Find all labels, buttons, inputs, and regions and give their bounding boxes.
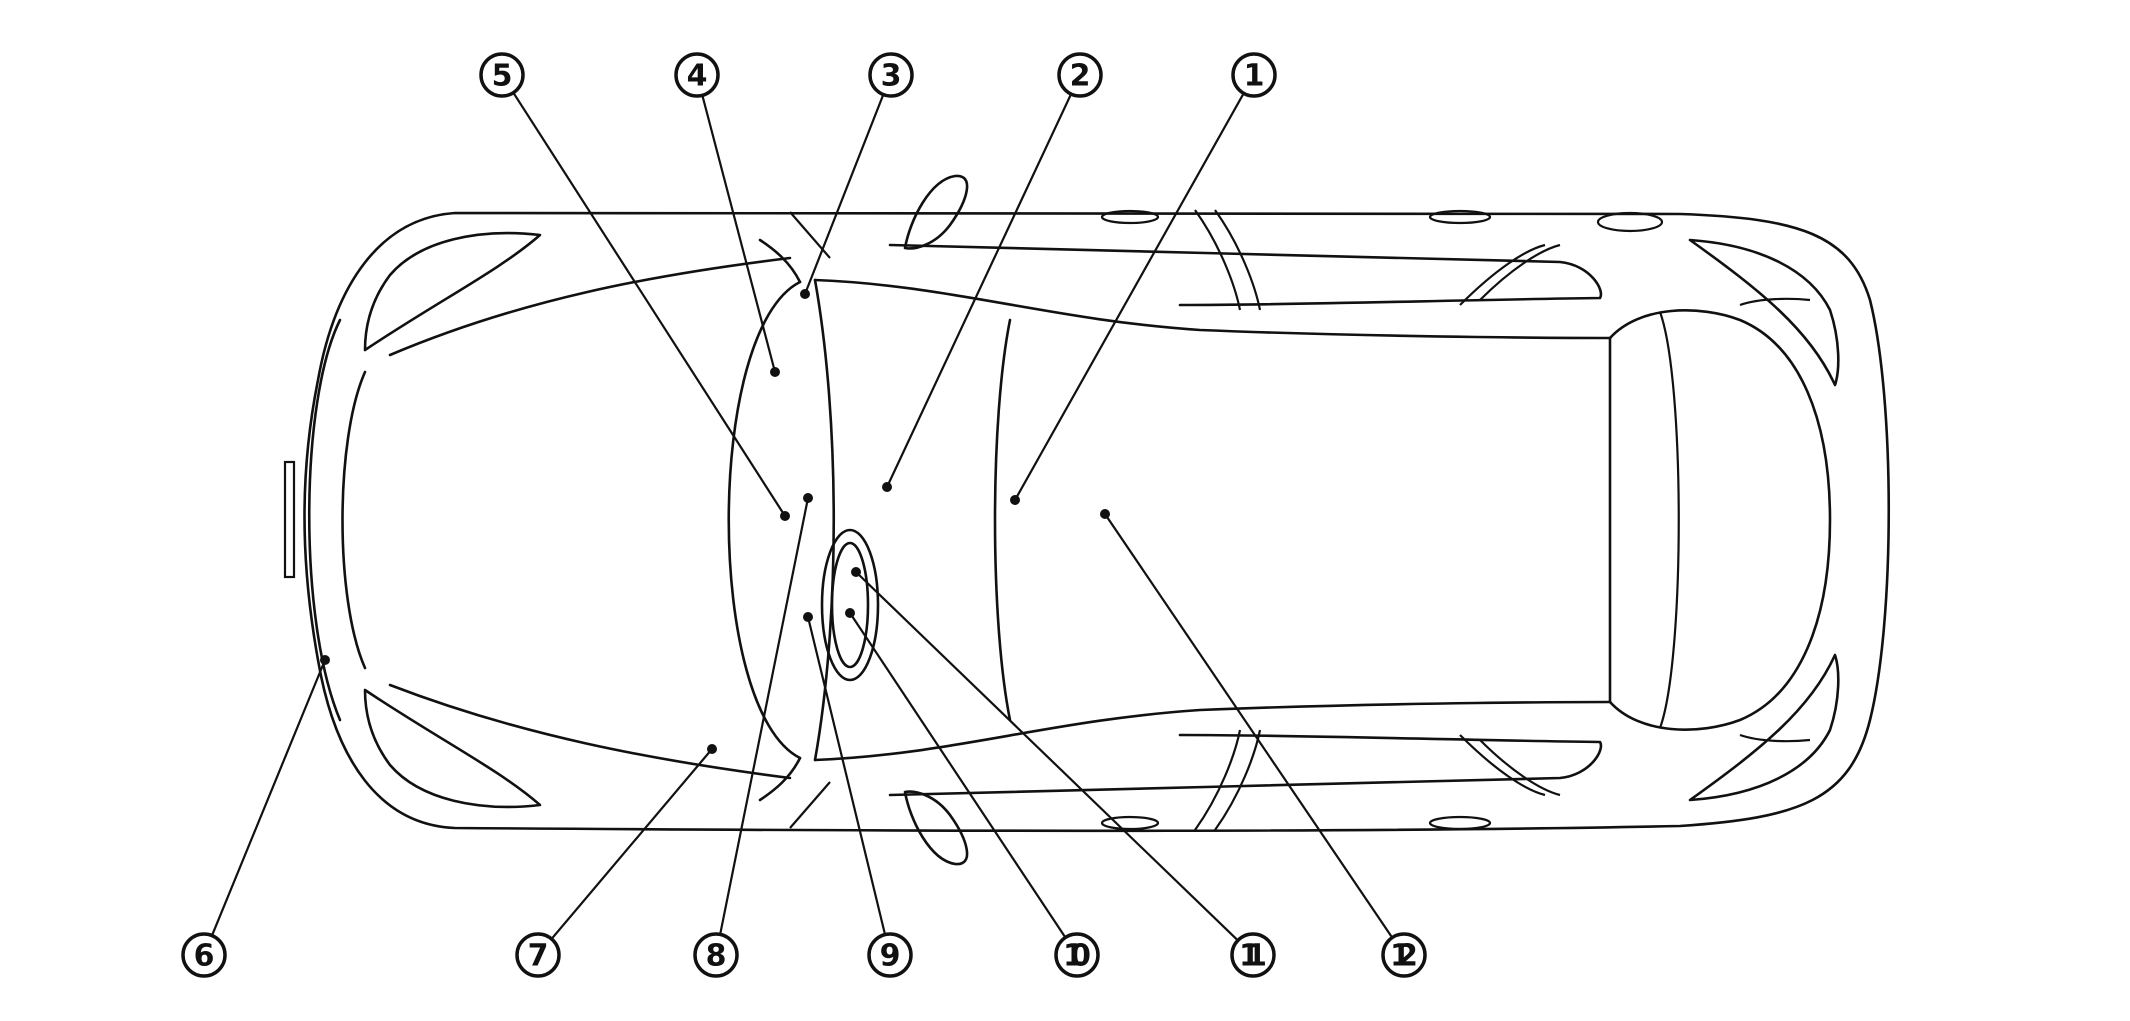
callout-number-6: 6 [194,939,215,974]
target-dot-10 [845,608,855,618]
callout-circle-11 [1230,932,1276,978]
callout-5: 5 [479,52,790,521]
target-dot-2 [882,482,892,492]
callout-number-5: 5 [492,59,513,94]
callout-number-8: 8 [706,939,727,974]
leader-line-1 [1014,92,1245,501]
target-dot-3 [800,289,810,299]
callout-number-12: 12 [1390,939,1418,974]
callout-circle-12 [1381,932,1427,978]
callout-3: 3 [800,52,914,299]
callout-6: 6 [181,655,330,978]
leader-line-4 [701,95,777,373]
callout-circle-1 [1231,52,1277,98]
callout-number-2: 2 [1070,59,1091,94]
callout-8: 8 [693,493,813,978]
callout-number-10: 10 [1063,939,1091,974]
callout-4: 4 [674,52,780,377]
callout-1: 1 [1010,52,1277,505]
callout-circle-5 [479,52,525,98]
leader-line-12 [1104,513,1394,939]
target-dot-9 [803,612,813,622]
callout-2: 2 [882,52,1103,492]
callout-circle-10 [1054,932,1100,978]
callout-circle-8 [693,932,739,978]
callout-circle-3 [868,52,914,98]
target-dot-7 [707,744,717,754]
callout-number-4: 4 [687,59,708,94]
leader-line-9 [806,616,887,935]
leader-line-2 [886,93,1073,488]
target-dot-8 [803,493,813,503]
callout-number-11: 11 [1239,939,1267,974]
target-dot-1 [1010,495,1020,505]
target-dot-5 [780,511,790,521]
callout-circle-9 [867,932,913,978]
target-dot-12 [1100,509,1110,519]
callout-number-9: 9 [880,939,901,974]
callout-12: 12 [1100,509,1427,978]
callout-circle-2 [1057,52,1103,98]
callout-9: 9 [803,612,913,978]
callout-circle-4 [674,52,720,98]
leader-line-11 [855,571,1239,942]
leader-line-3 [803,94,885,295]
target-dot-11 [851,567,861,577]
leader-line-10 [849,612,1067,939]
callout-11: 11 [851,567,1276,978]
callout-circle-6 [181,932,227,978]
leader-line-7 [550,748,713,940]
callout-10: 10 [845,608,1100,978]
car-outline [283,174,1891,866]
callout-7: 7 [515,744,717,978]
leader-line-6 [210,659,327,936]
leader-line-5 [512,92,786,517]
target-dot-4 [770,367,780,377]
callout-circle-7 [515,932,561,978]
callout-number-3: 3 [881,59,902,94]
callout-number-1: 1 [1244,59,1265,94]
callout-number-7: 7 [528,939,549,974]
leader-line-8 [719,497,810,935]
target-dot-6 [320,655,330,665]
